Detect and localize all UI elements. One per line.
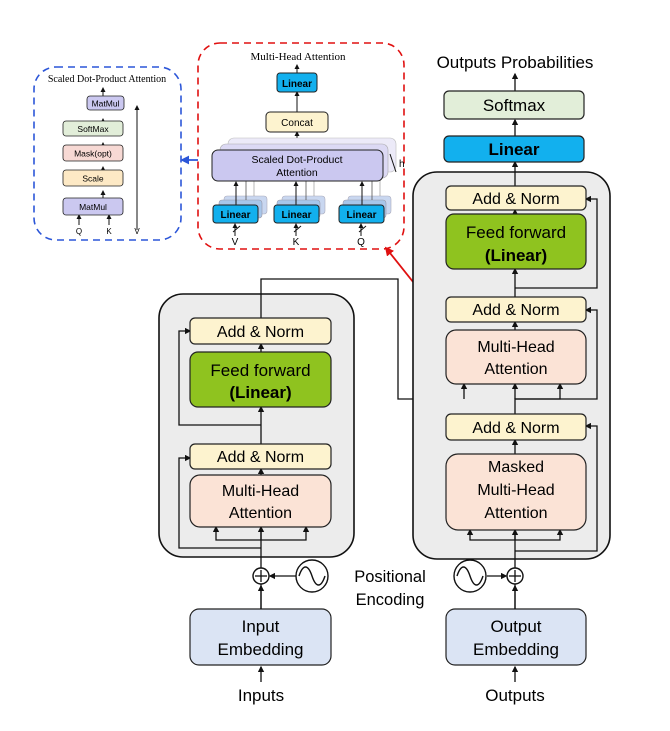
decoder-mha-label-1: Multi-Head <box>477 339 554 356</box>
encoder-mha-label-1: Multi-Head <box>222 483 299 500</box>
mha-linear-k-label: Linear <box>281 210 311 221</box>
mha-panel-title: Multi-Head Attention <box>250 51 346 63</box>
decoder-add-norm-mid-label: Add & Norm <box>472 302 559 319</box>
mha-v-label: V <box>232 237 239 248</box>
encoder-ffn-label-1: Feed forward <box>210 361 310 380</box>
decoder-stack: Add & Norm Feed forward (Linear) Add & N… <box>412 160 611 609</box>
mha-sdp-box <box>211 149 384 182</box>
mha-h-label: h <box>399 159 405 170</box>
mha-concat-box <box>265 111 329 133</box>
output-embedding-label-1: Output <box>490 617 541 636</box>
encoder-add-norm-bottom-label: Add & Norm <box>217 449 304 466</box>
positional-encoding-label-2: Encoding <box>356 591 425 609</box>
decoder-masked-label-3: Attention <box>484 505 547 522</box>
mha-linear-top-box <box>276 72 318 93</box>
sdp-scale-box <box>62 169 124 187</box>
mha-concat-label: Concat <box>281 118 313 129</box>
decoder-ffn-label-1: Feed forward <box>466 223 566 242</box>
decoder-add-norm-bottom-label: Add & Norm <box>472 420 559 437</box>
outputs-label: Outputs <box>485 686 545 705</box>
encoder-ffn-box <box>189 351 332 408</box>
mha-k-label: K <box>293 237 300 248</box>
decoder-mha-box <box>445 329 587 385</box>
encoder-add-norm-bottom-box <box>189 443 332 470</box>
decoder-masked-label-2: Multi-Head <box>477 482 554 499</box>
mha-linear-v-label: Linear <box>220 210 250 221</box>
outputs-probabilities-label: Outputs Probabilities <box>437 53 594 72</box>
encoder-add-norm-top-box <box>189 317 332 345</box>
encoder-mha-label-2: Attention <box>229 505 292 522</box>
output-embedding-label-2: Embedding <box>473 640 559 659</box>
sdp-matmul-top-label: MatMul <box>92 99 120 109</box>
decoder-add-norm-mid-box <box>445 296 587 323</box>
softmax-box <box>443 90 585 120</box>
linear-label: Linear <box>488 140 539 159</box>
input-embedding-label-2: Embedding <box>217 640 303 659</box>
decoder-add-norm-bottom-box <box>445 413 587 441</box>
decoder-masked-mha-box <box>445 453 587 531</box>
output-head: Outputs Probabilities Softmax Linear <box>437 53 594 163</box>
decoder-add-norm-top-box <box>445 185 587 211</box>
encoder-mha-box <box>189 474 332 528</box>
softmax-label: Softmax <box>483 96 546 115</box>
sdp-matmul-bottom-label: MatMul <box>79 202 107 212</box>
sdp-matmul-top-box <box>86 95 125 111</box>
sdp-matmul-bottom-box <box>62 197 124 216</box>
sdp-k-label: K <box>106 227 112 236</box>
mha-q-label: Q <box>357 237 365 248</box>
sdp-scale-label: Scale <box>82 174 104 184</box>
encoder-add-norm-top-label: Add & Norm <box>217 324 304 341</box>
multi-head-attention-panel: Multi-Head Attention Linear Concat Scale… <box>197 42 405 250</box>
sdp-softmax-label: SoftMax <box>77 124 109 134</box>
sdp-mask-box <box>62 144 124 162</box>
scaled-dot-product-panel: Scaled Dot-Product Attention MatMul Soft… <box>33 66 182 241</box>
sdp-softmax-box <box>62 120 124 137</box>
encoder-stack: Add & Norm Feed forward (Linear) Add & N… <box>158 278 464 609</box>
output-embedding-box <box>445 608 587 666</box>
embedding-section: Input Embedding Inputs Positional Encodi… <box>189 559 587 705</box>
mha-linear-q-label: Linear <box>346 210 376 221</box>
decoder-masked-label-1: Masked <box>488 459 544 476</box>
decoder-mha-label-2: Attention <box>484 361 547 378</box>
inputs-label: Inputs <box>238 686 284 705</box>
mha-sdp-label-2: Attention <box>276 167 318 179</box>
linear-box <box>443 135 585 163</box>
sdp-q-label: Q <box>76 227 82 236</box>
sdp-mask-label: Mask(opt) <box>74 149 112 159</box>
decoder-ffn-box <box>445 213 587 270</box>
sdp-panel-title: Scaled Dot-Product Attention <box>48 74 166 85</box>
decoder-ffn-label-2: (Linear) <box>485 246 547 265</box>
encoder-ffn-label-2: (Linear) <box>229 383 291 402</box>
decoder-add-norm-top-label: Add & Norm <box>472 191 559 208</box>
mha-linear-top-label: Linear <box>282 79 312 90</box>
sdp-v-label: V <box>134 227 140 236</box>
positional-encoding-label-1: Positional <box>354 568 426 586</box>
input-embedding-label-1: Input <box>242 617 280 636</box>
mha-sdp-label-1: Scaled Dot-Product <box>251 154 342 166</box>
